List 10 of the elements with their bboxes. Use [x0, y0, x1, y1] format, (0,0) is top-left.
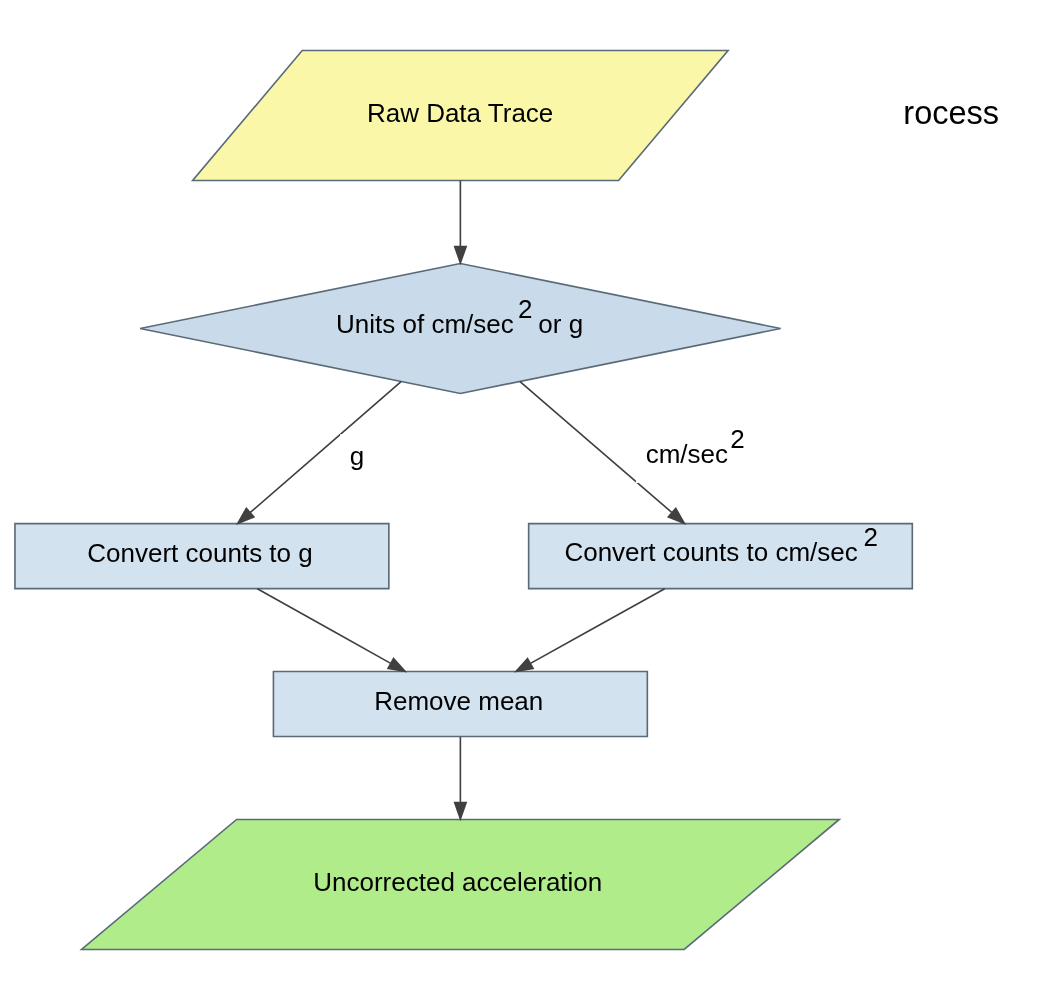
- arrow: [256, 587, 408, 673]
- node-box: Remove mean: [272, 670, 649, 737]
- edge-label: g: [349, 440, 365, 471]
- arrow: [519, 380, 687, 525]
- arrow: [453, 179, 468, 265]
- arrow: [235, 380, 402, 525]
- arrow: [453, 735, 468, 821]
- node-box: Convert counts to g: [14, 522, 390, 589]
- arrow: [513, 587, 666, 673]
- label: rocess: [903, 94, 1000, 131]
